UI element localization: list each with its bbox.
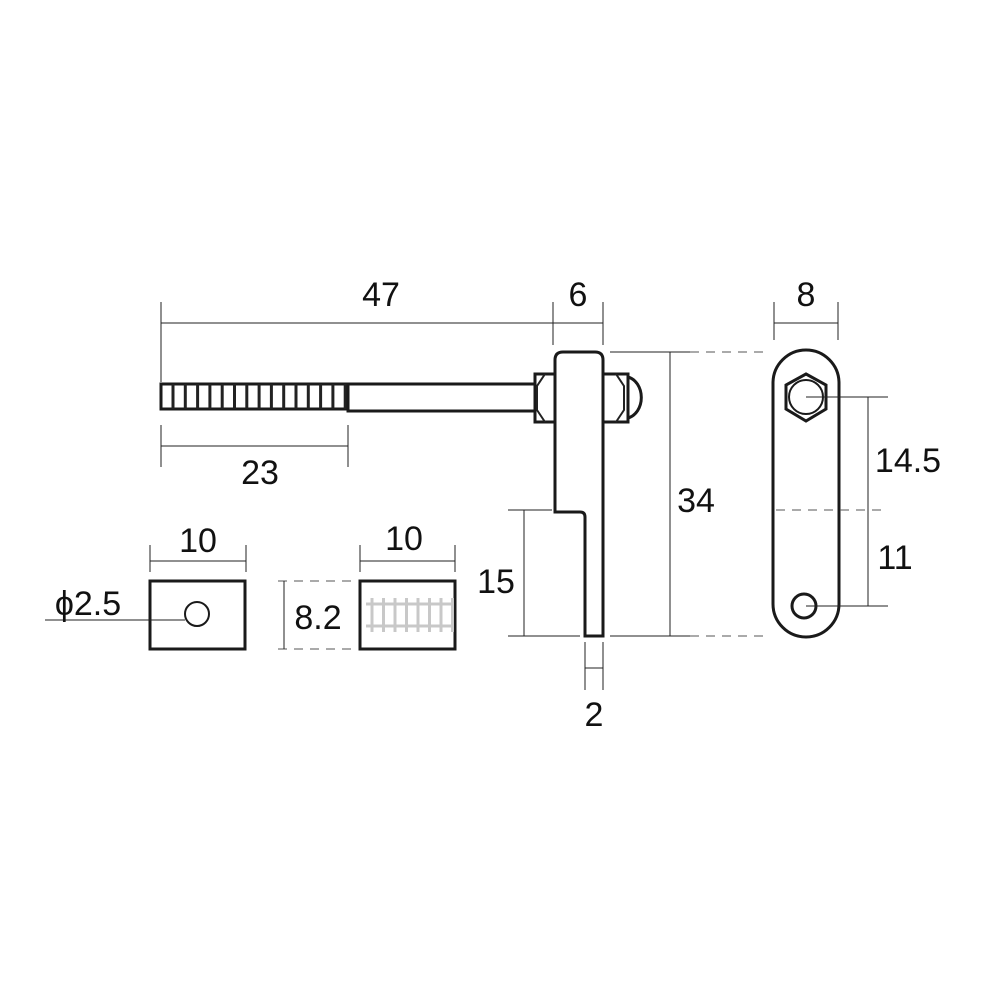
dim-label-34: 34 xyxy=(677,482,715,520)
screw xyxy=(159,372,643,424)
dim-label-14-5: 14.5 xyxy=(875,442,941,480)
dimension-15: 15 xyxy=(477,509,580,637)
dim-label-2: 2 xyxy=(585,696,604,734)
dimension-2: 2 xyxy=(584,642,604,734)
dimension-6: 6 xyxy=(553,276,604,345)
dim-label-11: 11 xyxy=(877,539,912,577)
bracket xyxy=(553,350,605,638)
dim-label-10-a: 10 xyxy=(179,522,217,560)
dim-label-8: 8 xyxy=(797,276,816,314)
dimension-34: 34 xyxy=(610,351,770,637)
plate: 14.5 11 xyxy=(771,348,941,639)
dim-label-hole-diameter: ϕ2.5 xyxy=(55,585,121,623)
dim-label-15: 15 xyxy=(477,563,515,601)
dim-label-8-2: 8.2 xyxy=(294,599,341,637)
block-with-hole: 10 ϕ2.5 xyxy=(45,522,247,651)
dimension-47: 47 xyxy=(160,276,554,382)
dim-label-47: 47 xyxy=(362,276,400,314)
dimension-8: 8 xyxy=(773,276,839,340)
dim-label-10-b: 10 xyxy=(385,520,423,558)
dim-label-23: 23 xyxy=(241,454,279,492)
dim-label-6: 6 xyxy=(569,276,588,314)
dimension-23: 23 xyxy=(160,425,349,492)
block-with-thread: 10 8.2 xyxy=(278,520,457,651)
